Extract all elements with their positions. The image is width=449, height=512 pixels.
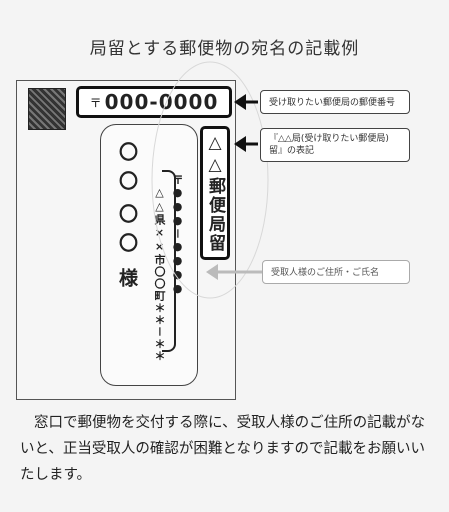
- callout-restante-line1: 『△△局(受け取りたい郵便局): [269, 134, 389, 144]
- callout-recipient: 受取人様のご住所・ご氏名: [262, 260, 410, 284]
- callout-restante: 『△△局(受け取りたい郵便局) 留』の表記: [260, 128, 410, 162]
- page-title: 局留とする郵便物の宛名の記載例: [89, 39, 360, 59]
- callout-zip: 受け取りたい郵便局の郵便番号: [260, 90, 410, 114]
- address-line: △△県××市〇〇町＊＊－＊＊: [153, 186, 166, 362]
- callout-recipient-text: 受取人様のご住所・ご氏名: [271, 268, 380, 278]
- post-office-restante-box: △△郵便局留: [200, 126, 230, 260]
- addressee-name-2: 〇〇: [114, 204, 140, 262]
- arrow-restante-head: [234, 136, 246, 152]
- post-office-restante: △△郵便局留: [205, 133, 225, 253]
- postal-mark: 〒: [89, 95, 103, 110]
- addressee-name-line2: 〇〇: [116, 204, 138, 262]
- zip-code-box: 〒 000-0000: [76, 86, 232, 118]
- callout-zip-text: 受け取りたい郵便局の郵便番号: [269, 98, 396, 108]
- address-zip: 〒●●●－●●●●: [171, 174, 184, 296]
- addressee-name: 〇〇: [114, 142, 140, 200]
- zip-code: 000-0000: [104, 90, 219, 114]
- address-panel: [100, 124, 198, 386]
- address-bracket: [162, 170, 176, 352]
- highlight-ellipse: [151, 61, 269, 299]
- explanation-note: 窓口で郵便物を交付する際に、受取人様のご住所の記載がないと、正当受取人の確認が困…: [20, 415, 426, 483]
- addressee-honorific: 様: [116, 268, 138, 297]
- callout-restante-line2: 留』の表記: [269, 146, 315, 156]
- arrow-zip-head: [234, 94, 246, 110]
- arrow-recipient-head: [206, 264, 218, 280]
- addressee-name-line1: 〇〇: [116, 142, 138, 200]
- stamp-icon: [28, 88, 66, 130]
